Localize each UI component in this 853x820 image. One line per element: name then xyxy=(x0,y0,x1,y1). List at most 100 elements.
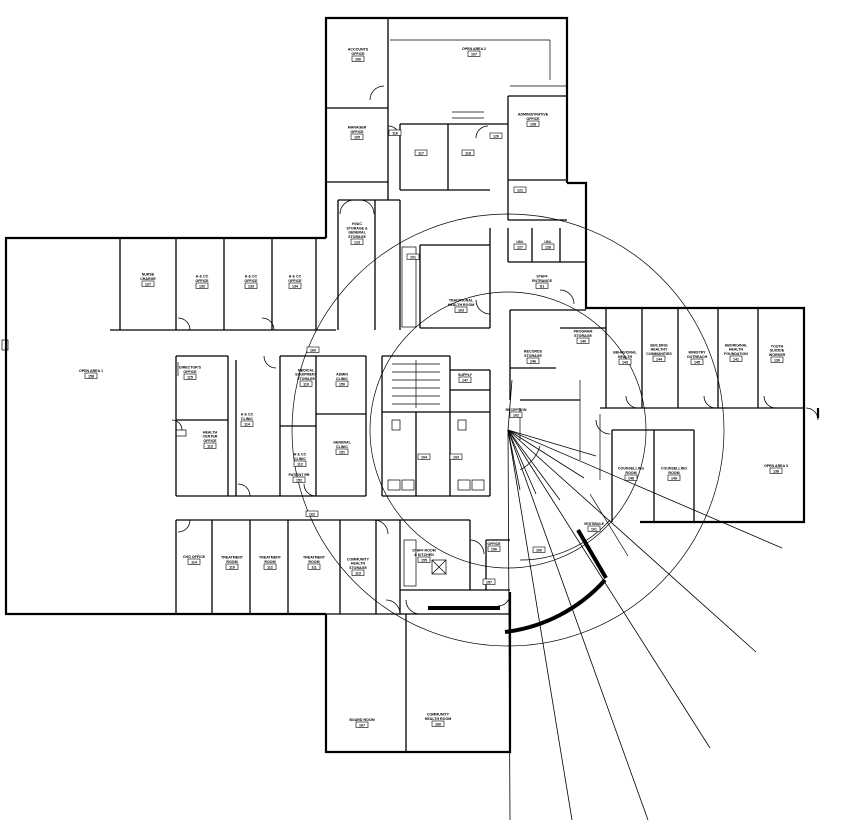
room-number: 133 xyxy=(248,284,254,288)
room-number: 156 xyxy=(491,547,497,551)
room-name: CLINIC xyxy=(336,445,348,449)
room-number-tag xyxy=(307,563,321,570)
room-number: 105 xyxy=(354,135,360,139)
room-name: ADMIN xyxy=(336,373,348,377)
room-number-tag xyxy=(667,474,681,481)
room-name: COMMUNITIES xyxy=(646,352,672,356)
room-name: OFFICE xyxy=(195,279,209,283)
room-number: 138 xyxy=(773,469,779,473)
room-number: 102 xyxy=(513,413,519,417)
room-name: MANAGER xyxy=(348,126,367,130)
room-number-tag xyxy=(195,282,209,289)
room-number: 113 xyxy=(355,571,361,575)
room-number: 113 xyxy=(207,444,213,448)
door-swings xyxy=(171,85,819,615)
room-name: & KITCHEN xyxy=(414,553,434,557)
room-name: OUTREACH xyxy=(687,355,708,359)
room-label: 104 xyxy=(417,453,431,460)
room-number-tag xyxy=(431,720,445,727)
room-name: HEALTH xyxy=(351,562,366,566)
room-name: OFFICE xyxy=(203,439,217,443)
room-name: OFFICE xyxy=(351,52,365,56)
room-label: 160 xyxy=(306,346,320,353)
room-number-tag xyxy=(299,380,313,387)
room-number: 163 xyxy=(458,308,464,312)
room-number: 147 xyxy=(462,378,468,382)
room-number: 148 xyxy=(628,476,634,480)
room-name: CLINIC xyxy=(294,457,306,461)
room-name: CLINIC xyxy=(241,417,253,421)
room-number: 146 xyxy=(530,359,536,363)
room-number-tag xyxy=(240,420,254,427)
room-number: 134 xyxy=(292,284,298,288)
room-number-tag xyxy=(535,282,549,289)
room-number-tag xyxy=(225,563,239,570)
room-number: 157 xyxy=(486,580,492,584)
room-label: 118 xyxy=(461,149,475,156)
room-name: FOUNDATION xyxy=(724,352,748,356)
room-name: VESTIBULE xyxy=(584,522,605,526)
room-name: DIRECTOR'S xyxy=(179,366,202,370)
room-number-tag xyxy=(293,460,307,467)
room-number: 112 xyxy=(267,565,273,569)
room-name: PATIENT RR xyxy=(288,473,309,477)
room-name: CLINIC xyxy=(336,377,348,381)
room-name: OPEN AREA 3 xyxy=(764,464,788,468)
room-number: 150 xyxy=(339,382,345,386)
room-number: 108 xyxy=(530,122,536,126)
room-number: 140 xyxy=(580,339,586,343)
room-name: UNI. xyxy=(544,240,551,244)
room-number: 104 xyxy=(421,455,427,459)
room-number-tag xyxy=(292,476,306,483)
room-name: HEALTH ROOM xyxy=(448,303,474,307)
room-number: 106 xyxy=(355,57,361,61)
room-name: STORAGE xyxy=(348,235,366,239)
room-number-tag xyxy=(417,453,431,460)
room-number: 107 xyxy=(471,52,477,56)
room-name: OFFICE xyxy=(244,279,258,283)
room-number: 166 xyxy=(435,722,441,726)
room-number-tag xyxy=(541,243,555,250)
room-name: HEALTH xyxy=(203,430,218,434)
room-number-tag xyxy=(449,453,463,460)
room-number-tag xyxy=(461,149,475,156)
room-label: 117 xyxy=(414,149,428,156)
room-number: 127 xyxy=(517,245,523,249)
room-number: S1 xyxy=(540,284,544,288)
room-number-tag xyxy=(263,563,277,570)
room-label: 120 xyxy=(489,132,503,139)
room-name: ROOM xyxy=(226,560,237,564)
room-number: 110 xyxy=(229,565,235,569)
room-name: STORAGE xyxy=(349,566,367,570)
room-number: 114 xyxy=(191,560,197,564)
room-number-tag xyxy=(306,346,320,353)
room-name: OPEN AREA 1 xyxy=(79,369,103,373)
room-number-tag xyxy=(458,376,472,383)
room-number-tag xyxy=(305,510,319,517)
room-number-tag xyxy=(526,120,540,127)
room-number: 114 xyxy=(244,422,250,426)
room-number-tag xyxy=(183,373,197,380)
room-number-tag xyxy=(729,355,743,362)
room-name: ADMINISTRATIVE xyxy=(518,113,549,117)
room-name: ABORIGINAL xyxy=(725,343,749,347)
room-name: HEALTHY xyxy=(651,348,668,352)
room-name: OFFICE xyxy=(350,130,364,134)
room-number: 155 xyxy=(421,558,427,562)
room-name: STAFF xyxy=(536,275,548,279)
room-label: 101 xyxy=(406,253,420,260)
room-name: GENERAL xyxy=(348,231,366,235)
